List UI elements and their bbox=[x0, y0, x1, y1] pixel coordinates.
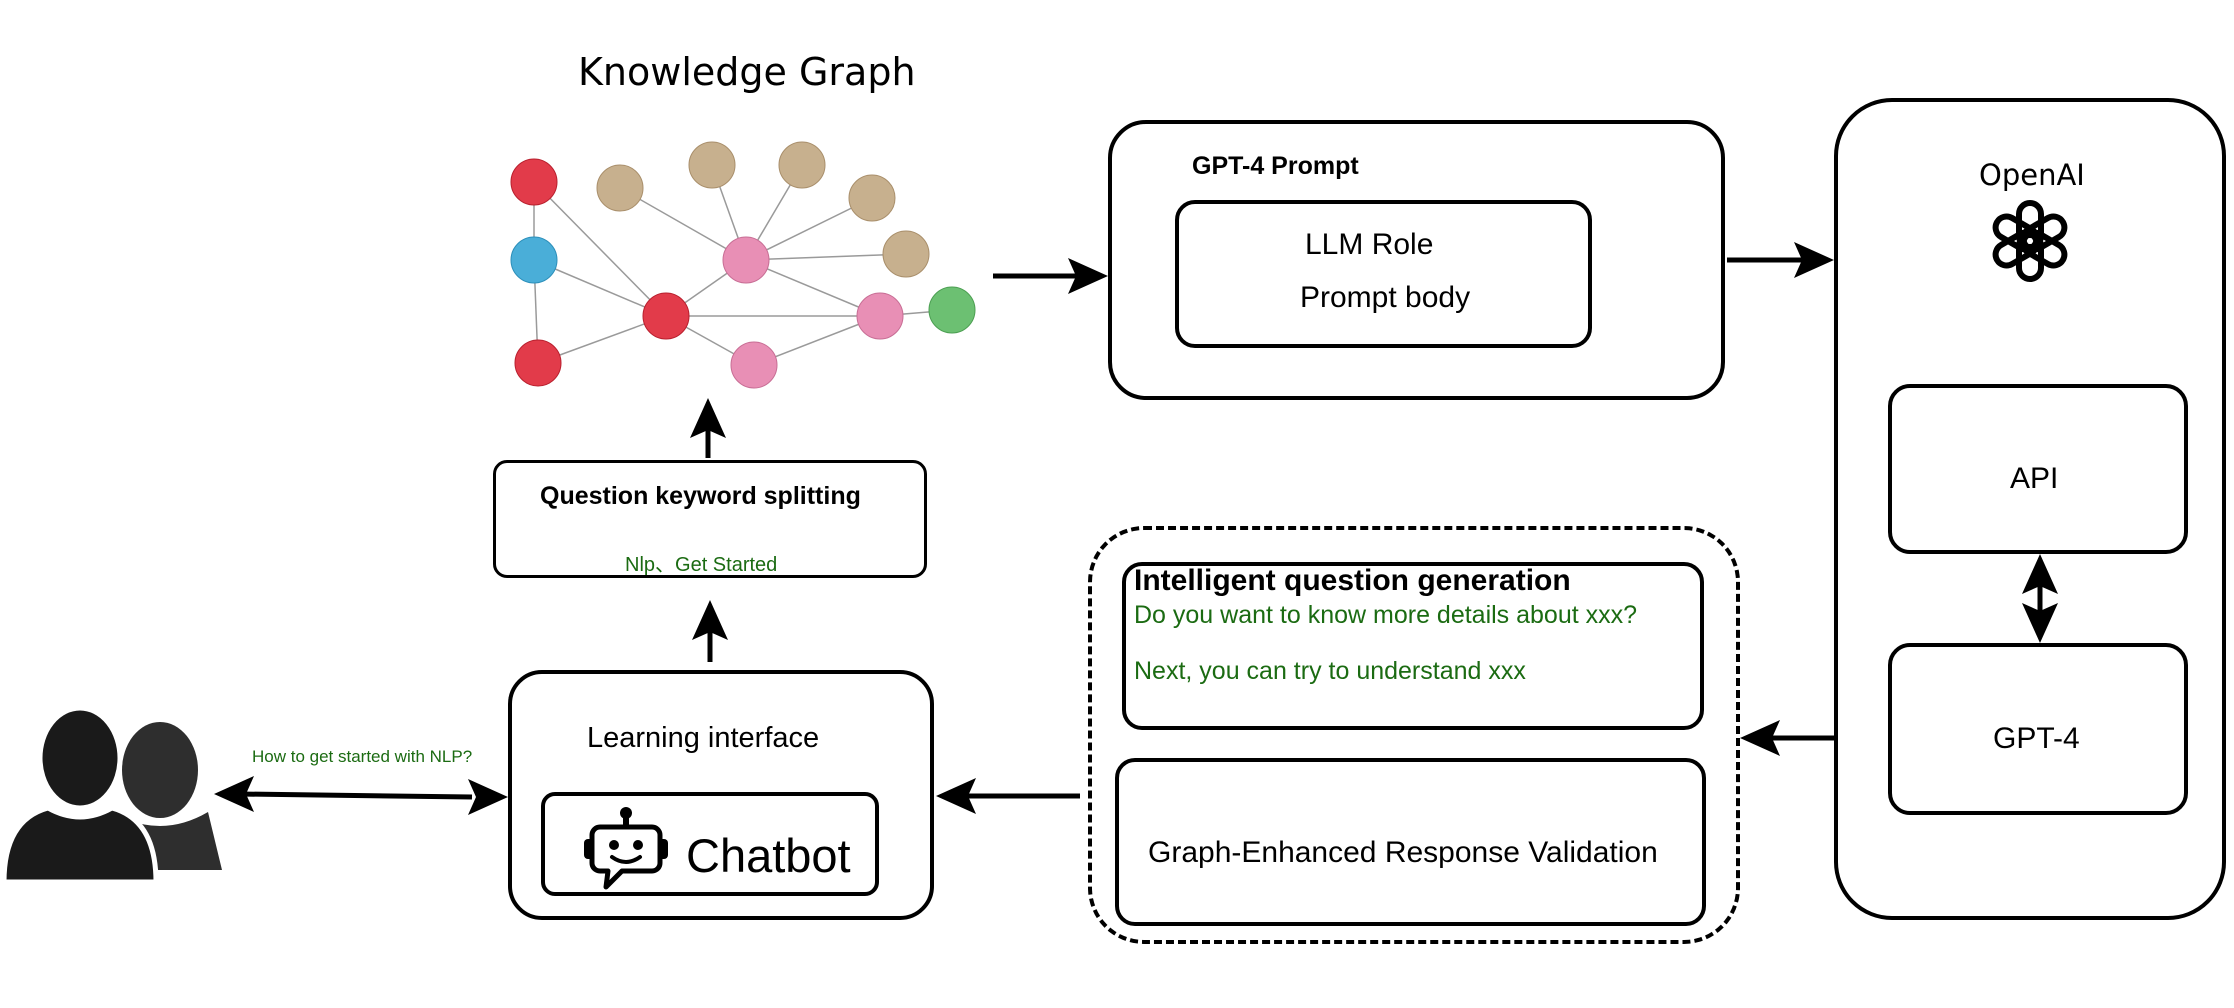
graph-node bbox=[688, 141, 736, 189]
chatbot-robot-icon bbox=[584, 807, 668, 890]
keyword-splitting-title: Question keyword splitting bbox=[540, 482, 861, 510]
question-generation-line2: Next, you can try to understand xxx bbox=[1134, 657, 1526, 685]
graph-node bbox=[856, 292, 904, 340]
arrow-user-interface bbox=[239, 791, 473, 800]
graph-node bbox=[848, 174, 896, 222]
graph-node bbox=[510, 236, 558, 284]
validation-box bbox=[1115, 758, 1706, 926]
graph-node bbox=[510, 158, 558, 206]
graph-node bbox=[596, 164, 644, 212]
validation-label: Graph-Enhanced Response Validation bbox=[1148, 836, 1658, 869]
gpt4-prompt-title: GPT-4 Prompt bbox=[1192, 152, 1359, 180]
keyword-splitting-keywords: Nlp、Get Started bbox=[625, 554, 778, 576]
keyword-splitting-box bbox=[493, 460, 927, 578]
question-generation-box bbox=[1122, 562, 1704, 730]
user-query-text: How to get started with NLP? bbox=[252, 747, 473, 766]
chatbot-label: Chatbot bbox=[686, 829, 851, 882]
graph-node bbox=[778, 141, 826, 189]
graph-node bbox=[722, 236, 770, 284]
users-icon bbox=[1, 705, 222, 885]
graph-node bbox=[730, 341, 778, 389]
learning-interface-title: Learning interface bbox=[587, 722, 820, 754]
llm-role-text: LLM Role bbox=[1305, 228, 1434, 261]
gpt4-model-box bbox=[1888, 643, 2188, 815]
knowledge-graph-image bbox=[510, 141, 976, 389]
prompt-inner-box bbox=[1175, 200, 1592, 348]
api-label: API bbox=[2010, 462, 2059, 495]
question-generation-title: Intelligent question generation bbox=[1134, 564, 1571, 597]
graph-node bbox=[928, 286, 976, 334]
gpt4-model-label: GPT-4 bbox=[1993, 722, 2080, 755]
response-dashed-group bbox=[1088, 526, 1740, 944]
question-generation-line1: Do you want to know more details about x… bbox=[1134, 601, 1638, 629]
openai-brand-text: OpenAI bbox=[1979, 158, 2085, 192]
knowledge-graph-title: Knowledge Graph bbox=[578, 50, 916, 94]
chatbot-box[interactable] bbox=[541, 792, 879, 896]
prompt-body-text: Prompt body bbox=[1300, 281, 1471, 314]
openai-logo-icon bbox=[1992, 200, 2068, 282]
graph-node bbox=[882, 230, 930, 278]
api-box bbox=[1888, 384, 2188, 554]
graph-node bbox=[514, 339, 562, 387]
graph-node bbox=[642, 292, 690, 340]
